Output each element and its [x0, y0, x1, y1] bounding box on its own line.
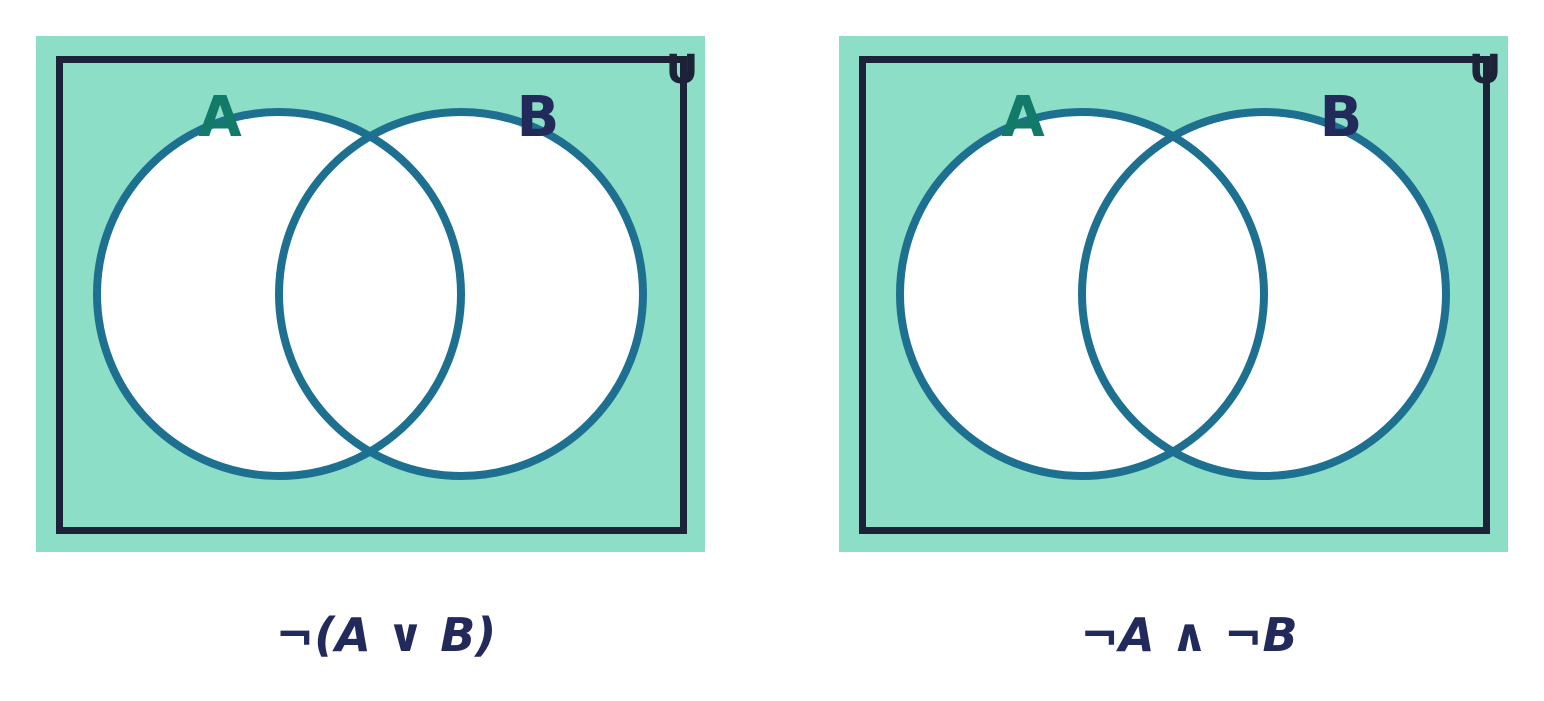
universe-frame [56, 56, 687, 534]
set-b-circle [1078, 108, 1450, 480]
formula-label: ¬(A ∨ B) [275, 608, 497, 662]
venn-svg-right: A B U [839, 36, 1508, 552]
venn-svg-left: A B U [36, 36, 705, 552]
set-a-label: A [198, 85, 242, 150]
set-b-label: B [1320, 85, 1363, 150]
formula-label: ¬A ∧ ¬B [1080, 608, 1298, 662]
set-b-circle [275, 108, 647, 480]
venn-diagram-right: A B U ¬A ∧ ¬B [803, 0, 1544, 701]
universe-frame [859, 56, 1490, 534]
venn-diagram-left: A B U ¬(A ∨ B) [36, 36, 705, 662]
universe-label: U [1469, 47, 1501, 93]
set-b-label: B [517, 85, 560, 150]
set-a-circle [896, 108, 1268, 480]
set-a-label: A [1001, 85, 1045, 150]
set-a-circle [93, 108, 465, 480]
universe-label: U [666, 47, 698, 93]
